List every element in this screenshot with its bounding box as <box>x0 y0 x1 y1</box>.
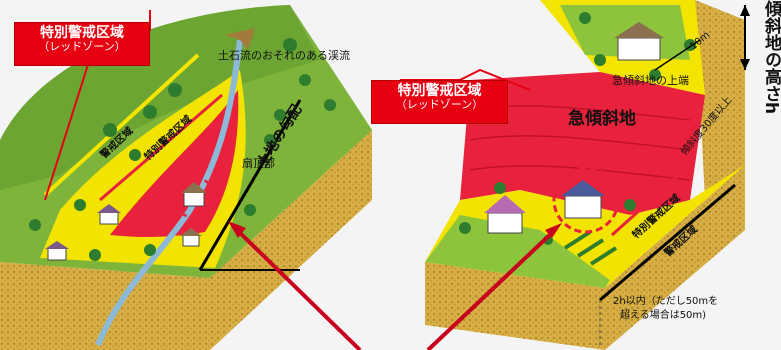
slope-height-label: 傾斜地の高さh <box>761 0 781 115</box>
left-callout-title: 特別警戒区域 <box>40 25 124 41</box>
steep-slope-red-band <box>460 72 705 215</box>
left-target-circle <box>173 176 217 220</box>
right-callout-title: 特別警戒区域 <box>397 83 482 99</box>
left-callout-subtitle: （レッドゾーン） <box>38 40 126 54</box>
arrow-to-right-house <box>426 228 557 350</box>
ten-m-arrow <box>654 39 701 71</box>
stream-label: 土石流のおそれのある渓流 <box>218 49 350 62</box>
left-trees <box>29 38 336 261</box>
left-soil-right <box>210 130 372 350</box>
special-zone-red <box>110 90 239 237</box>
right-soil-side <box>605 165 745 350</box>
left-red-zone-callout: 特別警戒区域 （レッドゾーン） <box>14 22 150 66</box>
distance-arrow <box>599 183 736 302</box>
apex-label: 扇頂部 <box>242 157 275 170</box>
right-red-zone-callout: 特別警戒区域 （レッドゾーン） <box>371 80 508 124</box>
right-callout-subtitle: （レッドゾーン） <box>395 98 484 112</box>
garden-rows <box>563 230 618 266</box>
distance-label-line2: 超える場合は50m) <box>620 310 707 321</box>
right-target-circle <box>552 166 620 234</box>
distance-label-line1: 2h以内（ただし50mを <box>613 296 719 307</box>
warning-range-arrow <box>43 53 200 197</box>
arrow-to-left-house <box>233 226 362 350</box>
left-soil-front <box>0 262 210 350</box>
steep-slope-label: 急傾斜地 <box>568 109 636 129</box>
right-trees <box>459 12 696 245</box>
slope-line <box>198 99 302 271</box>
upper-edge-label: 急傾斜地の上端 <box>612 74 689 87</box>
right-soil-front <box>425 262 605 350</box>
stream-channel <box>95 39 243 347</box>
left-houses <box>45 182 207 261</box>
special-range-arrow <box>99 93 223 202</box>
right-houses <box>484 22 664 234</box>
